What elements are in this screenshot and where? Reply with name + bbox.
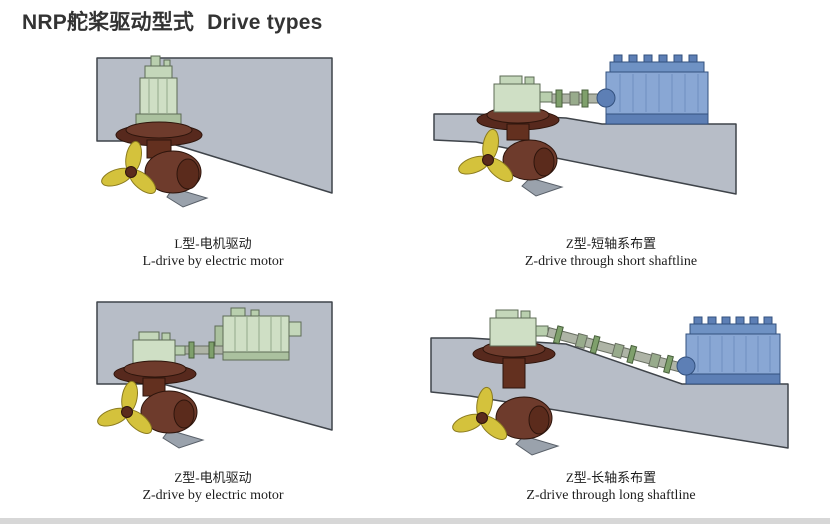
page-title-en: Drive types (207, 11, 323, 34)
caption-en: Z-drive by electric motor (142, 488, 284, 503)
hull-shape (433, 113, 737, 195)
caption-cn: Z型-电机驱动 (174, 470, 252, 485)
panel-z-drive-long-shaftline: Z型-长轴系布置 Z-drive through long shaftline (428, 288, 794, 505)
caption-cn: Z型-长轴系布置 (565, 470, 657, 485)
l-drive-illustration (96, 55, 333, 208)
propeller (458, 128, 514, 182)
panel-z-drive-electric-motor: Z型-电机驱动 Z-drive by electric motor (85, 294, 341, 505)
skeg-plate (162, 429, 205, 449)
page-title-cn: NRP舵桨驱动型式 (22, 11, 195, 34)
panel-l-drive-electric-motor: L型-电机驱动 L-drive by electric motor (85, 50, 341, 271)
z-drive-short-illustration (433, 54, 737, 197)
diesel-engine (596, 54, 709, 125)
caption-z-drive-short: Z型-短轴系布置 Z-drive through short shaftline (430, 235, 792, 271)
propeller (452, 386, 508, 440)
flywheel (676, 356, 696, 376)
upper-gearbox (489, 309, 549, 347)
skeg-plate (515, 435, 560, 456)
upper-gearbox (493, 75, 553, 113)
caption-z-drive-electric: Z型-电机驱动 Z-drive by electric motor (85, 469, 341, 505)
thruster-unit (476, 106, 564, 197)
page-title: NRP舵桨驱动型式 Drive types (22, 6, 323, 36)
skeg-plate (521, 177, 564, 197)
footer-strip (0, 518, 830, 524)
caption-l-drive: L型-电机驱动 L-drive by electric motor (85, 235, 341, 271)
short-shaftline (551, 89, 605, 108)
thruster-unit (113, 360, 205, 449)
thruster-unit (115, 121, 209, 208)
electric-motor (135, 55, 182, 129)
electric-motor (214, 307, 302, 361)
caption-cn: Z型-短轴系布置 (565, 236, 657, 251)
caption-en: Z-drive through short shaftline (524, 254, 698, 269)
diesel-engine (676, 316, 781, 385)
z-drive-electric-illustration (96, 301, 333, 449)
z-drive-long-illustration (430, 309, 789, 456)
caption-cn: L型-电机驱动 (174, 236, 252, 251)
caption-en: Z-drive through long shaftline (526, 488, 696, 503)
caption-en: L-drive by electric motor (142, 254, 284, 269)
flywheel (596, 88, 616, 108)
panel-z-drive-short-shaftline: Z型-短轴系布置 Z-drive through short shaftline (430, 50, 792, 271)
caption-z-drive-long: Z型-长轴系布置 Z-drive through long shaftline (428, 469, 794, 505)
propeller (101, 140, 157, 194)
propeller (97, 380, 153, 434)
